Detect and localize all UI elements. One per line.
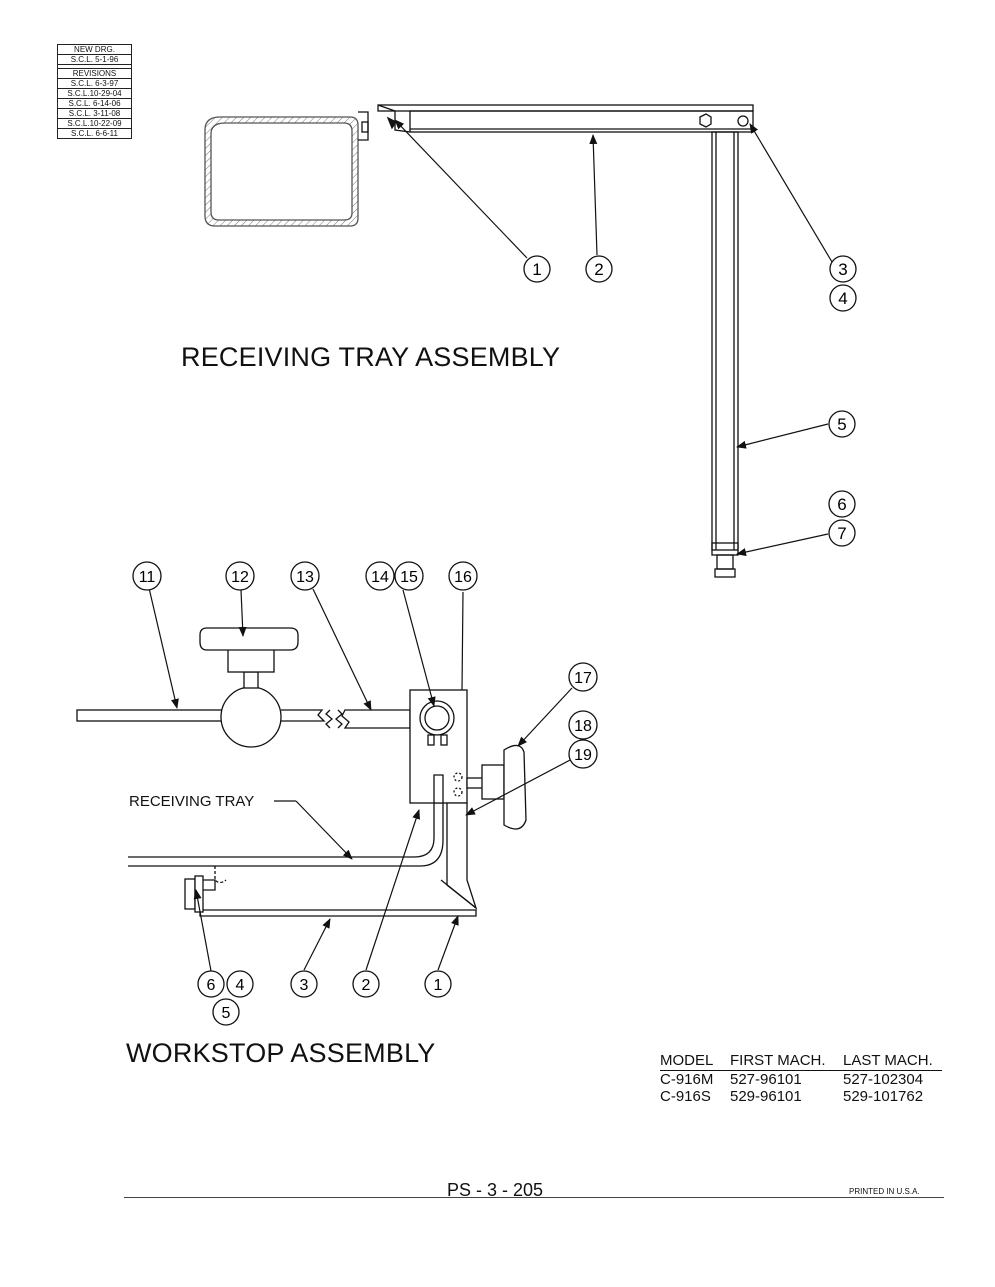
stop-rod [76, 709, 224, 722]
table-cell: 527-96101 [730, 1071, 802, 1088]
revision-block: NEW DRG. S.C.L. 5-1-96 REVISIONS S.C.L. … [57, 44, 132, 139]
svg-text:12: 12 [231, 569, 249, 586]
receiving-tray-drawing [204, 104, 754, 578]
revision-row: S.C.L. 3-11-08 [58, 109, 131, 119]
workstop-title: WORKSTOP ASSEMBLY [126, 1038, 436, 1068]
receiving-tray-leaders [394, 119, 833, 556]
callout-11: 11 [132, 561, 162, 591]
svg-text:2: 2 [594, 260, 603, 279]
callout-14: 14 [365, 561, 395, 591]
support-post [711, 131, 739, 551]
callout-5: 5 [828, 410, 856, 438]
callout-4: 4 [829, 284, 857, 312]
svg-text:16: 16 [454, 569, 472, 586]
callout-12: 12 [225, 561, 255, 591]
header-first-mach: FIRST MACH. [730, 1052, 826, 1069]
model-table-header: MODEL FIRST MACH. LAST MACH. [660, 1052, 942, 1071]
page-number: PS - 3 - 205 [447, 1180, 544, 1200]
callout-1: 1 [523, 255, 551, 283]
table-cell: C-916S [660, 1088, 711, 1105]
receiving-tray-title: RECEIVING TRAY ASSEMBLY [181, 342, 561, 372]
svg-text:17: 17 [574, 670, 592, 687]
revision-row: S.C.L. 6-14-06 [58, 99, 131, 109]
table-cell: 529-96101 [730, 1088, 802, 1105]
svg-text:6: 6 [207, 977, 216, 994]
clamp-ball [220, 686, 282, 748]
callout-19: 19 [568, 739, 598, 769]
callout-5-lower: 5 [212, 998, 240, 1026]
revision-row: S.C.L.10-29-04 [58, 89, 131, 99]
svg-text:14: 14 [371, 569, 389, 586]
callout-13: 13 [290, 561, 320, 591]
svg-text:4: 4 [236, 977, 245, 994]
svg-text:11: 11 [139, 569, 156, 586]
model-table: MODEL FIRST MACH. LAST MACH. C-916M 527-… [660, 1052, 942, 1105]
table-cell: 529-101762 [843, 1088, 924, 1105]
callout-15: 15 [394, 561, 424, 591]
svg-text:3: 3 [300, 977, 309, 994]
callout-2-lower: 2 [352, 970, 380, 998]
workstop-leaders [148, 587, 573, 972]
callout-1-lower: 1 [424, 970, 452, 998]
table-cell: C-916M [660, 1071, 714, 1088]
footer-divider [124, 1197, 944, 1198]
svg-text:4: 4 [838, 289, 847, 308]
callout-7: 7 [828, 519, 856, 547]
table-row: C-916M 527-96101 527-102304 [660, 1071, 942, 1088]
revision-row: S.C.L. 6-3-97 [58, 79, 131, 89]
receiving-tray-label: RECEIVING TRAY [129, 793, 255, 810]
svg-text:5: 5 [837, 415, 846, 434]
revision-row: NEW DRG. [58, 45, 131, 55]
svg-text:13: 13 [296, 569, 314, 586]
clamp-knob [199, 627, 299, 651]
tray-beam [377, 104, 754, 112]
callout-18: 18 [568, 710, 598, 740]
callout-6-lower: 6 [197, 970, 225, 998]
revision-row: S.C.L. 6-6-11 [58, 129, 131, 139]
header-model: MODEL [660, 1052, 714, 1069]
svg-text:1: 1 [532, 260, 541, 279]
revision-row: S.C.L.10-22-09 [58, 119, 131, 129]
callout-6: 6 [828, 490, 856, 518]
callout-16: 16 [448, 561, 478, 591]
workstop-callouts: 11 12 13 14 15 16 17 18 19 6 4 5 3 2 1 [132, 561, 598, 1026]
revision-row: S.C.L. 5-1-96 [58, 55, 131, 65]
svg-text:7: 7 [837, 524, 846, 543]
callout-17: 17 [568, 662, 598, 692]
svg-text:5: 5 [222, 1005, 231, 1022]
printed-in-usa: PRINTED IN U.S.A. [849, 1187, 920, 1196]
svg-text:3: 3 [838, 260, 847, 279]
revision-header: REVISIONS [58, 69, 131, 79]
svg-text:15: 15 [400, 569, 418, 586]
revision-divider [58, 65, 131, 69]
table-row: C-916S 529-96101 529-101762 [660, 1088, 942, 1105]
lock-knob [503, 744, 527, 830]
svg-text:19: 19 [574, 747, 592, 764]
svg-text:1: 1 [434, 977, 443, 994]
svg-text:18: 18 [574, 718, 592, 735]
svg-text:2: 2 [362, 977, 371, 994]
table-cell: 527-102304 [843, 1071, 924, 1088]
workstop-drawing [76, 627, 527, 917]
callout-4-lower: 4 [226, 970, 254, 998]
svg-text:6: 6 [837, 495, 846, 514]
receiving-tray-callouts: 1 2 3 4 5 6 7 [523, 255, 857, 547]
header-last-mach: LAST MACH. [843, 1052, 933, 1069]
callout-3: 3 [829, 255, 857, 283]
callout-3-lower: 3 [290, 970, 318, 998]
callout-2: 2 [585, 255, 613, 283]
